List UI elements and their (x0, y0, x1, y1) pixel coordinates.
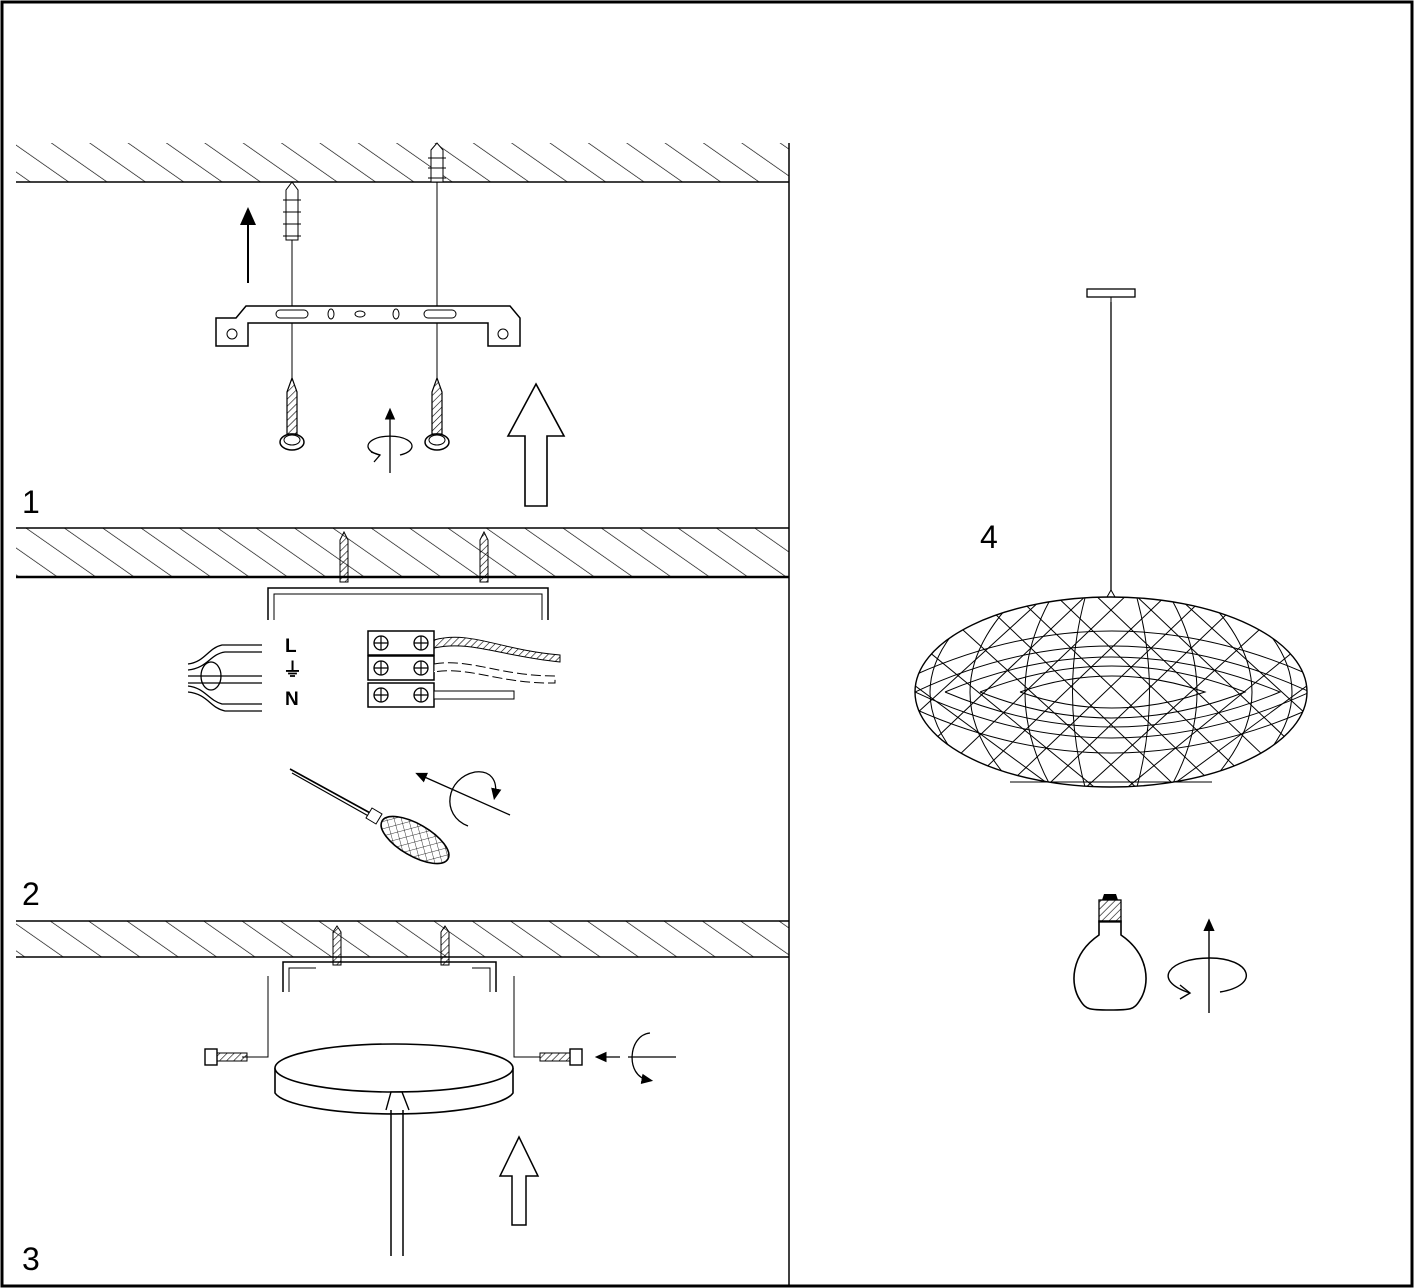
pendant-canopy (1086, 288, 1136, 298)
terminal-block (367, 630, 435, 708)
wall-plug-right (428, 142, 446, 183)
side-screw-left (204, 1048, 248, 1066)
hollow-up-arrow (506, 382, 566, 507)
terminal-neutral-label: N (285, 689, 299, 710)
light-bulb-icon (1073, 894, 1147, 1011)
step-2-number: 2 (22, 876, 40, 912)
step-1-number: 1 (22, 484, 40, 520)
screwdriver-icon (289, 768, 450, 865)
side-screw-right (539, 1048, 583, 1066)
terminal-live-label: L (285, 636, 297, 657)
ceiling-hatch-3 (16, 921, 789, 957)
screw-left (279, 376, 305, 451)
step-4-number: 4 (980, 519, 998, 555)
mounted-bracket (282, 961, 497, 992)
pendant-shade (914, 596, 1308, 788)
ceiling-hatch-1 (16, 143, 789, 182)
rotate-clockwise-icon (367, 407, 413, 473)
rotate-bulb-icon (1167, 918, 1247, 1013)
rotate-screw-icon (594, 1032, 676, 1084)
wall-plug-left (283, 181, 301, 241)
hollow-up-arrow (498, 1135, 540, 1226)
mounting-bracket (215, 305, 521, 347)
lamp-wire-neutral (433, 690, 515, 700)
ceiling-canopy (274, 1043, 514, 1115)
step-1-panel: 1 (16, 142, 789, 520)
step-2-panel: L ⏚ N 2 (16, 527, 789, 912)
step-3-number: 3 (22, 1241, 40, 1277)
mains-wires (187, 644, 262, 712)
step-3-panel: 3 (16, 920, 789, 1277)
ceiling-hatch-2 (16, 528, 789, 577)
lamp-wire-live (433, 636, 561, 663)
terminal-earth-label: ⏚ (283, 659, 302, 681)
rotate-counterclockwise-icon (415, 771, 511, 827)
step-4-panel: 4 (914, 288, 1308, 1013)
mounted-bracket (267, 587, 549, 620)
lamp-wire-earth (433, 662, 556, 684)
screw-right (424, 376, 450, 451)
